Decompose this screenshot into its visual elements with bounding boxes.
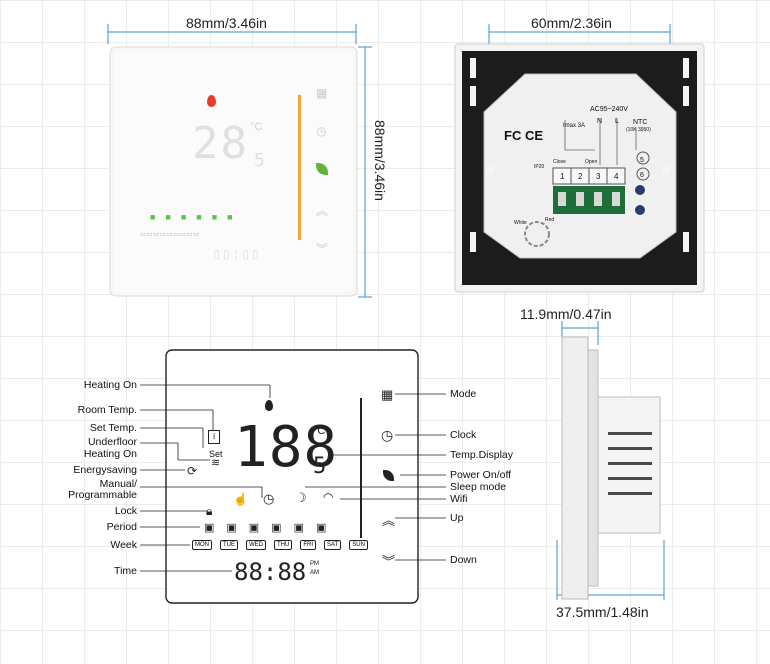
wifi-icon: ◠ bbox=[323, 490, 334, 504]
close-label: Close bbox=[553, 159, 566, 165]
power-leaf-icon[interactable] bbox=[383, 470, 394, 481]
terminal-2: 2 bbox=[578, 172, 583, 181]
label-down: Down bbox=[450, 554, 477, 566]
terminal-5: 5 bbox=[640, 157, 644, 164]
side-depth-label: 37.5mm/1.48in bbox=[556, 604, 649, 620]
label-underfloor-heating: Heating On bbox=[83, 448, 137, 460]
down-icon-front: ︾ bbox=[316, 242, 329, 256]
week-row: MON TUE WED THU FRI SAT SUN bbox=[192, 540, 368, 550]
label-room-temp: Room Temp. bbox=[77, 404, 137, 416]
weekday-fri: FRI bbox=[300, 540, 317, 550]
label-heating-on: Heating On bbox=[83, 379, 137, 391]
label-clock: Clock bbox=[450, 429, 477, 441]
leaf-icon bbox=[316, 163, 328, 175]
front-height-label: 88mm/3.46in bbox=[372, 120, 388, 201]
back-width-label: 60mm/2.36in bbox=[531, 15, 612, 31]
mode-icon-front: ▦ bbox=[316, 86, 328, 100]
terminal-3: 3 bbox=[596, 172, 601, 181]
label-underfloor: Underfloor bbox=[87, 436, 137, 448]
label-programmable: Programmable bbox=[68, 489, 137, 501]
front-unit: °C bbox=[250, 121, 263, 133]
label-time: Time bbox=[114, 565, 137, 577]
clock-icon-diagram-small: ◷ bbox=[263, 491, 275, 506]
manual-icon: ☝ bbox=[233, 492, 248, 506]
terminal-l: L bbox=[615, 118, 619, 125]
front-temp-digits: 28 bbox=[192, 118, 249, 169]
underfloor-icon: ≋ bbox=[211, 457, 221, 469]
cert-marks: FC CE bbox=[504, 128, 543, 143]
max-current-label: Imax 3A bbox=[563, 123, 586, 129]
weekday-mon: MON bbox=[192, 540, 212, 550]
diagram-unit: °C bbox=[313, 425, 326, 437]
label-week: Week bbox=[110, 539, 137, 551]
label-manual: Manual/ bbox=[99, 478, 137, 490]
terminal-4: 4 bbox=[614, 172, 619, 181]
down-button-icon[interactable]: ︾ bbox=[382, 554, 396, 569]
weekday-thu: THU bbox=[274, 540, 293, 550]
room-temp-icon: i bbox=[208, 430, 220, 444]
label-mode: Mode bbox=[450, 388, 477, 400]
ip20-label: IP20 bbox=[534, 164, 545, 170]
red-wire-label: Red bbox=[545, 217, 555, 223]
label-temp-display: Temp.Display bbox=[450, 449, 514, 461]
lock-icon: 🔒︎ bbox=[206, 504, 213, 518]
flame-icon bbox=[207, 95, 216, 107]
week-row-front: ▭▭▭▭▭▭▭▭▭ bbox=[140, 232, 201, 238]
diagram-temp-digits: 188 bbox=[234, 415, 339, 480]
weekday-sun: SUN bbox=[349, 540, 368, 550]
clock-button-icon[interactable]: ◷ bbox=[381, 427, 394, 443]
period-icons: ▣▣▣▣▣▣ bbox=[204, 522, 339, 534]
up-icon-front: ︽ bbox=[316, 204, 329, 218]
front-temp-decimal: 5 bbox=[254, 150, 265, 171]
side-thickness-label: 11.9mm/0.47in bbox=[520, 306, 612, 322]
terminal-1: 1 bbox=[560, 172, 565, 181]
label-lock: Lock bbox=[114, 505, 137, 517]
weekday-wed: WED bbox=[246, 540, 266, 550]
front-time: ▯▯:▯▯ bbox=[212, 244, 261, 263]
sleep-icon: ☽ bbox=[295, 490, 307, 505]
up-button-icon[interactable]: ︽ bbox=[382, 513, 396, 528]
mode-button-icon[interactable]: ▦ bbox=[381, 387, 394, 402]
clock-icon-front: ◷ bbox=[316, 124, 327, 138]
diagram-temp-decimal: 5 bbox=[313, 454, 327, 479]
open-label: Open bbox=[585, 159, 598, 165]
set-label: Set bbox=[209, 449, 223, 459]
ntc-spec: (10K 3950) bbox=[626, 127, 651, 133]
white-wire-label: White bbox=[514, 220, 527, 226]
terminal-n: N bbox=[597, 118, 603, 125]
weekday-tue: TUE bbox=[220, 540, 238, 550]
pm-label: PM bbox=[310, 561, 319, 567]
label-energysaving: Energysaving bbox=[73, 464, 137, 476]
label-period: Period bbox=[106, 521, 137, 533]
label-up: Up bbox=[450, 512, 464, 524]
label-wifi: Wifi bbox=[450, 493, 468, 505]
am-label: AM bbox=[310, 570, 319, 576]
terminal-6: 6 bbox=[640, 172, 644, 179]
period-icons-front: ■■■■■■ bbox=[150, 212, 243, 222]
front-width-label: 88mm/3.46in bbox=[186, 15, 267, 31]
energysaving-icon: ⟳ bbox=[187, 464, 198, 478]
accent-bar bbox=[298, 95, 301, 240]
weekday-sat: SAT bbox=[324, 540, 342, 550]
voltage-label: AC95~240V bbox=[590, 106, 628, 113]
diagram-time: 88:88 bbox=[234, 558, 307, 586]
label-power: Power On/off bbox=[450, 469, 512, 481]
ntc-label: NTC bbox=[633, 119, 648, 126]
flame-icon-diagram bbox=[265, 400, 273, 411]
label-sleep: Sleep mode bbox=[450, 481, 507, 493]
label-set-temp: Set Temp. bbox=[89, 422, 137, 434]
